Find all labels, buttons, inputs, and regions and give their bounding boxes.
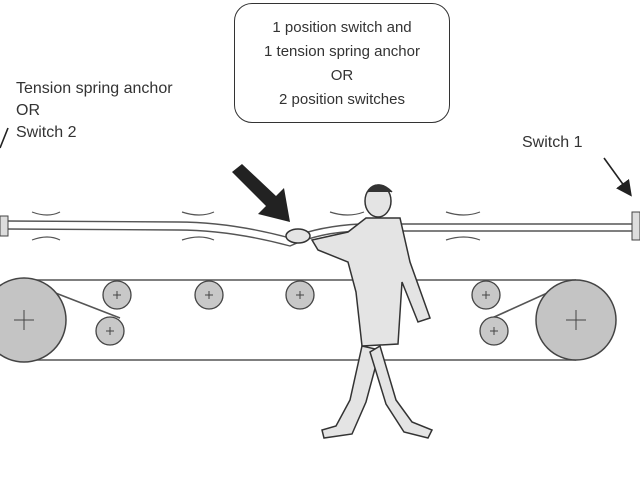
switch-2-leader bbox=[0, 127, 9, 149]
idler-rollers bbox=[95, 280, 509, 346]
switch-1-label: Switch 1 bbox=[522, 134, 583, 151]
switch-1-arrow bbox=[603, 157, 632, 197]
pull-direction-arrow bbox=[232, 164, 290, 222]
callout-line: 1 tension spring anchor bbox=[264, 43, 420, 60]
switch-2-box bbox=[0, 215, 9, 237]
switch-1-box bbox=[631, 211, 640, 241]
left-end-label: Tension spring anchor OR Switch 2 bbox=[16, 78, 173, 144]
callout-line: 2 position switches bbox=[279, 91, 405, 108]
tail-drum-right bbox=[535, 279, 617, 361]
switch-options-callout: 1 position switch and 1 tension spring a… bbox=[234, 3, 450, 123]
tension-anchor-text: Tension spring anchor bbox=[16, 80, 173, 97]
operator-figure bbox=[285, 184, 434, 439]
callout-line: 1 position switch and bbox=[272, 19, 412, 36]
switch-2-text: Switch 2 bbox=[16, 124, 77, 141]
head-drum-left bbox=[0, 277, 67, 363]
cord-guides bbox=[31, 211, 481, 241]
callout-line: OR bbox=[330, 67, 354, 84]
or-text: OR bbox=[16, 102, 40, 119]
